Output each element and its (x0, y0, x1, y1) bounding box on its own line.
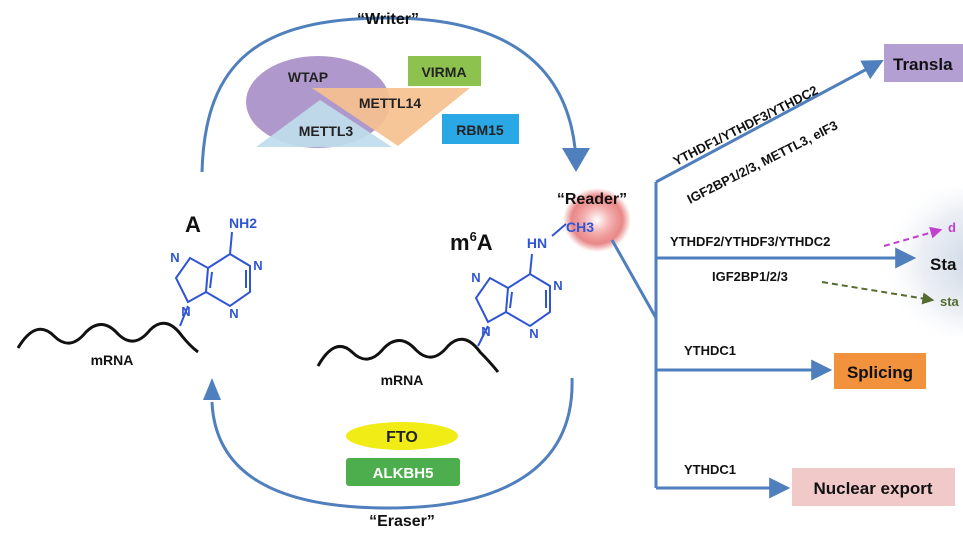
writer-arrowhead (562, 148, 590, 172)
mettl3-shape (256, 100, 392, 147)
reader-glow (563, 188, 631, 252)
translation-readers-2: IGF2BP1/2/3, METTL3, eIF3 (685, 118, 841, 207)
left-ring-n1: N (170, 250, 179, 265)
left-amine: NH2 (229, 215, 257, 231)
fto-label: FTO (386, 429, 418, 446)
m6a-a: A (477, 230, 493, 255)
right-ring-n4: N (481, 324, 490, 339)
nuclear-export-label: Nuclear export (813, 479, 932, 498)
right-molecule-title: m6A (450, 229, 493, 255)
degradation-sublabel: d (948, 220, 956, 235)
m6a-superscript: 6 (470, 229, 477, 244)
translation-box (884, 44, 963, 82)
virma-box (408, 56, 481, 86)
translation-readers-1: YTHDF1/YTHDF3/YTHDC2 (671, 83, 821, 169)
methylamino-hn: HN (527, 235, 547, 251)
left-ring-n4: N (181, 304, 190, 319)
rbm15-label: RBM15 (456, 122, 504, 138)
virma-label: VIRMA (421, 64, 466, 80)
nuclear-export-box (792, 468, 955, 506)
right-ring-n3: N (529, 326, 538, 341)
mettl14-label: METTL14 (359, 95, 421, 111)
wtap-label: WTAP (288, 69, 328, 85)
mettl3-label: METTL3 (299, 123, 354, 139)
splicing-readers: YTHDC1 (684, 343, 736, 358)
mettl14-shape (312, 88, 470, 146)
export-readers: YTHDC1 (684, 462, 736, 477)
left-ring-n3: N (229, 306, 238, 321)
writer-arc (200, 16, 577, 173)
right-mrna-label: mRNA (381, 372, 424, 388)
stability-readers-2: IGF2BP1/2/3 (712, 269, 788, 284)
right-purine-ring (474, 223, 567, 328)
rbm15-box (442, 114, 519, 144)
methylamino-ch3: CH3 (566, 219, 594, 235)
eraser-arrowhead (203, 378, 221, 400)
right-ring-n2: N (553, 278, 562, 293)
splicing-label: Splicing (847, 363, 913, 382)
eraser-label: “Eraser” (369, 513, 435, 530)
stability-dashed-arrow (821, 281, 935, 305)
right-ring-n1: N (471, 270, 480, 285)
right-mrna-strand (316, 337, 500, 373)
splicing-box (834, 353, 926, 389)
stability-sublabel: sta (940, 294, 960, 309)
reader-label: “Reader” (557, 191, 627, 208)
eraser-arc (210, 377, 574, 510)
m6a-m: m (450, 230, 470, 255)
left-mrna-label: mRNA (91, 352, 134, 368)
left-glycosidic-bond (179, 305, 189, 327)
reader-connector (610, 239, 658, 319)
left-ring-n2: N (253, 258, 262, 273)
alkbh5-box (346, 458, 460, 486)
left-purine-ring (174, 231, 251, 308)
alkbh5-label: ALKBH5 (373, 465, 434, 482)
stability-readers-1: YTHDF2/YTHDF3/YTHDC2 (670, 234, 830, 249)
right-glycosidic-bond (477, 325, 489, 347)
translation-arrow (655, 60, 884, 184)
left-mrna-strand (16, 321, 199, 354)
fto-shape (346, 422, 458, 450)
writer-label: “Writer” (357, 11, 419, 28)
left-molecule-title: A (185, 212, 201, 237)
translation-label: Transla (893, 55, 953, 74)
stability-label: Sta (930, 255, 957, 274)
